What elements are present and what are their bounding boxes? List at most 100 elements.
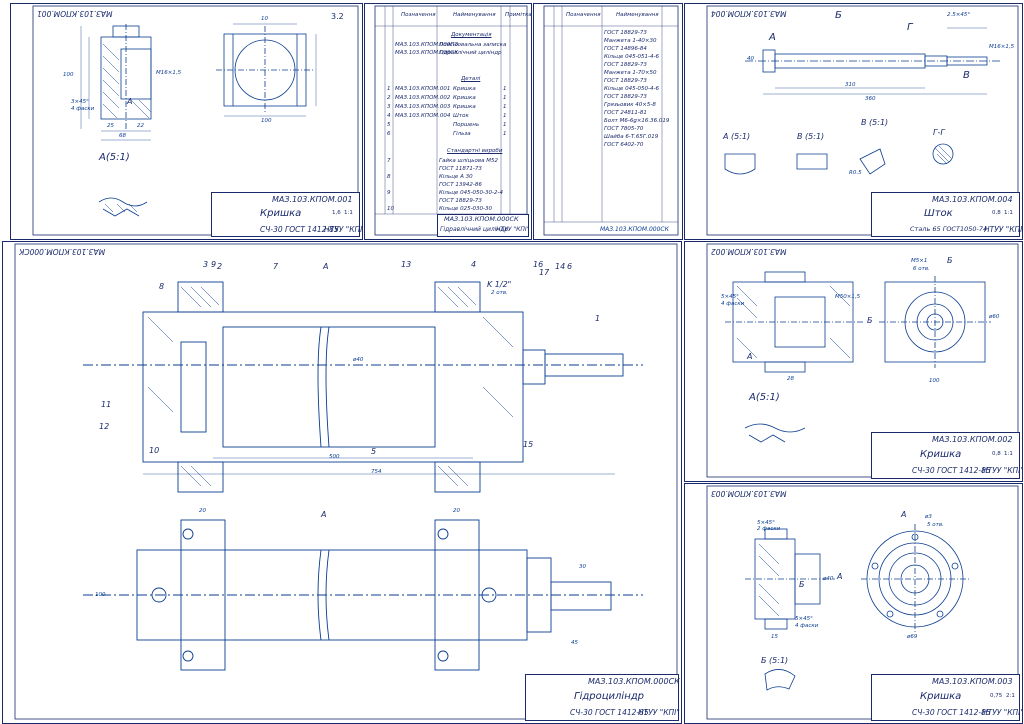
spec2-row: ГОСТ 18829-73 xyxy=(604,78,647,84)
spec-part-code: МАЗ.103.КПОМ.002 xyxy=(395,95,451,101)
spec-std-name: Кільце 045-050-30-2-4 xyxy=(439,190,503,196)
spec-part-name: Кришка xyxy=(453,104,476,110)
view-arrow-a: A xyxy=(323,262,329,271)
spec-std-name: Кільце А 30 xyxy=(439,174,473,180)
stamp-code: МАЗ.103.КПОМ.001 xyxy=(37,9,113,18)
spec-doc-row: Пояснювальна записка xyxy=(439,42,507,48)
drawing-sheet-assembly[interactable]: МАЗ.103.КПОМ.000СК A A K 1/2" 2 отв. 500… xyxy=(2,241,682,724)
spec-std-name: ГОСТ 18829-73 xyxy=(439,198,482,204)
dim-310: 310 xyxy=(845,82,856,88)
stamp-code: МАЗ.103.КПОМ.002 xyxy=(711,247,787,256)
dim-chamfer-count: 4 фаски xyxy=(721,301,745,307)
dim-100: 100 xyxy=(929,378,940,384)
stamp-code: МАЗ.103.КПОМ.003 xyxy=(711,489,787,498)
label-b: Б xyxy=(835,10,842,21)
dim-thread: М16×1,5 xyxy=(989,44,1015,50)
spec-part-code: МАЗ.103.КПОМ.001 xyxy=(395,86,451,92)
view-label-a: A xyxy=(127,97,133,106)
dim-60: ø60 xyxy=(989,314,1000,320)
spec2-row: Манжета 1-40×30 xyxy=(604,38,657,44)
spec-part-qty: 1 xyxy=(503,86,507,92)
position-callout: 1 xyxy=(595,314,601,323)
title-mass: 0,8 xyxy=(992,451,1001,457)
dim-22: 22 xyxy=(137,123,144,129)
spec-header-note: Примітка xyxy=(505,12,532,18)
position-callout: 8 xyxy=(159,282,165,291)
position-callout: 7 xyxy=(273,262,279,271)
title-org: НТУУ "КПІ" xyxy=(982,466,1023,475)
dim-68: 68 xyxy=(119,133,126,139)
spec2-row: Манжета 1-70×50 xyxy=(604,70,657,76)
spec-section-std: Стандартні вироби xyxy=(447,148,503,154)
title-scale: 1:1 xyxy=(1004,210,1013,216)
drawing-sheet-kryshka-003[interactable]: МАЗ.103.КПОМ.003 A A Б ø3 5 отв. ø69 15 … xyxy=(684,483,1023,724)
spec-part-pos: 6 xyxy=(387,131,391,137)
spec2-code: МАЗ.103.КПОМ.000СК xyxy=(600,226,669,233)
drawing-sheet-specification[interactable]: Позначення Найменування Примітка Докумен… xyxy=(364,3,532,240)
k-label: K 1/2" xyxy=(487,280,512,289)
dim-500: 500 xyxy=(329,454,340,460)
position-callout: 13 xyxy=(401,260,412,269)
drawing-sheet-kryshka-002[interactable]: МАЗ.103.КПОМ.002 A Б Б М5×1 6 отв. ø60 1… xyxy=(684,241,1023,482)
position-callout: 16 xyxy=(533,260,544,269)
dim-thread: М50×1,5 xyxy=(835,294,861,300)
dim-40: ø40 xyxy=(823,576,834,582)
spec2-row: ГОСТ 6402-70 xyxy=(604,142,644,148)
spec-part-code: МАЗ.103.КПОМ.004 xyxy=(395,113,451,119)
view-label-a-top: A xyxy=(901,510,907,519)
spec2-grid xyxy=(543,5,679,236)
title-code: МАЗ.103.КПОМ.000СК xyxy=(588,677,680,686)
dim-40: ø40 xyxy=(353,357,364,363)
title-code: МАЗ.103.КПОМ.002 xyxy=(932,435,1013,444)
dim-40: 40 xyxy=(747,56,754,62)
spec-std-pos: 10 xyxy=(387,206,394,212)
title-material: СЧ-30 ГОСТ 1412-85 xyxy=(912,708,991,717)
spec-part-name: Кришка xyxy=(453,95,476,101)
drawing-sheet-shtok[interactable]: МАЗ.103.КПОМ.004 Б Г A В 360 310 40 2.5×… xyxy=(684,3,1023,240)
spec-std-name: ГОСТ 13942-86 xyxy=(439,182,482,188)
spec-part-qty: 1 xyxy=(503,131,507,137)
drawing-sheet-kryshka-001[interactable]: МАЗ.103.КПОМ.001 3.2 A A(5:1) 100 68 25 … xyxy=(10,3,363,240)
spec-doc-row: МАЗ.103.КПОМ.000ПЗ xyxy=(395,42,459,48)
title-material: СЧ-30 ГОСТ 1412-85 xyxy=(570,708,649,717)
spec-section-docs: Документація xyxy=(451,32,492,38)
section-label: Б (5:1) xyxy=(761,656,789,665)
position-callout: 14 xyxy=(555,262,566,271)
spec-part-pos: 2 xyxy=(387,95,391,101)
spec-part-name: Поршень xyxy=(453,122,480,128)
kryshka-002-graphics xyxy=(706,243,1019,478)
dim-100-front: 100 xyxy=(261,118,272,124)
title-material: Сталь 65 ГОСТ1050-74 xyxy=(910,225,988,233)
view-label-b: Б xyxy=(867,316,873,325)
spec-part-name: Шток xyxy=(453,113,469,119)
title-block: МАЗ.103.КПОМ.000СК Гідроциліндр СЧ-30 ГО… xyxy=(525,674,680,721)
spec2-row: ГОСТ 18829-73 xyxy=(604,94,647,100)
spec2-header-name: Найменування xyxy=(616,12,659,18)
assembly-graphics xyxy=(14,243,678,720)
spec-part-pos: 4 xyxy=(387,113,391,119)
spec2-row: ГОСТ 18829-73 xyxy=(604,62,647,68)
shtok-graphics xyxy=(706,5,1019,236)
dim-chamfer: 3×45° xyxy=(71,99,89,105)
label-a: A xyxy=(769,32,776,43)
position-callout: 4 xyxy=(471,260,477,269)
view-gg: Г-Г xyxy=(933,128,945,137)
title-name: Кришка xyxy=(260,208,302,219)
spec-part-qty: 1 xyxy=(503,113,507,119)
view-label-a: A xyxy=(747,352,753,361)
title-scale: 1:1 xyxy=(1004,451,1013,457)
spec-part-qty: 1 xyxy=(503,122,507,128)
title-block: МАЗ.103.КПОМ.003 Кришка 0,75 2:1 СЧ-30 Г… xyxy=(871,674,1022,721)
label-v: В xyxy=(963,70,970,81)
dim-20a: 20 xyxy=(199,508,206,514)
dim-25: 25 xyxy=(107,123,114,129)
view-a-label: A xyxy=(321,510,327,519)
dim-30: 30 xyxy=(579,564,586,570)
dim-28: 28 xyxy=(787,376,794,382)
spec-title-name: Гідравлічний циліндр xyxy=(440,226,509,233)
spec-std-name: Кільце 025-030-30 xyxy=(439,206,493,212)
spec-part-qty: 1 xyxy=(503,104,507,110)
dim-360: 360 xyxy=(865,96,876,102)
spec2-row: Кільце 045-051-4-6 xyxy=(604,54,660,60)
